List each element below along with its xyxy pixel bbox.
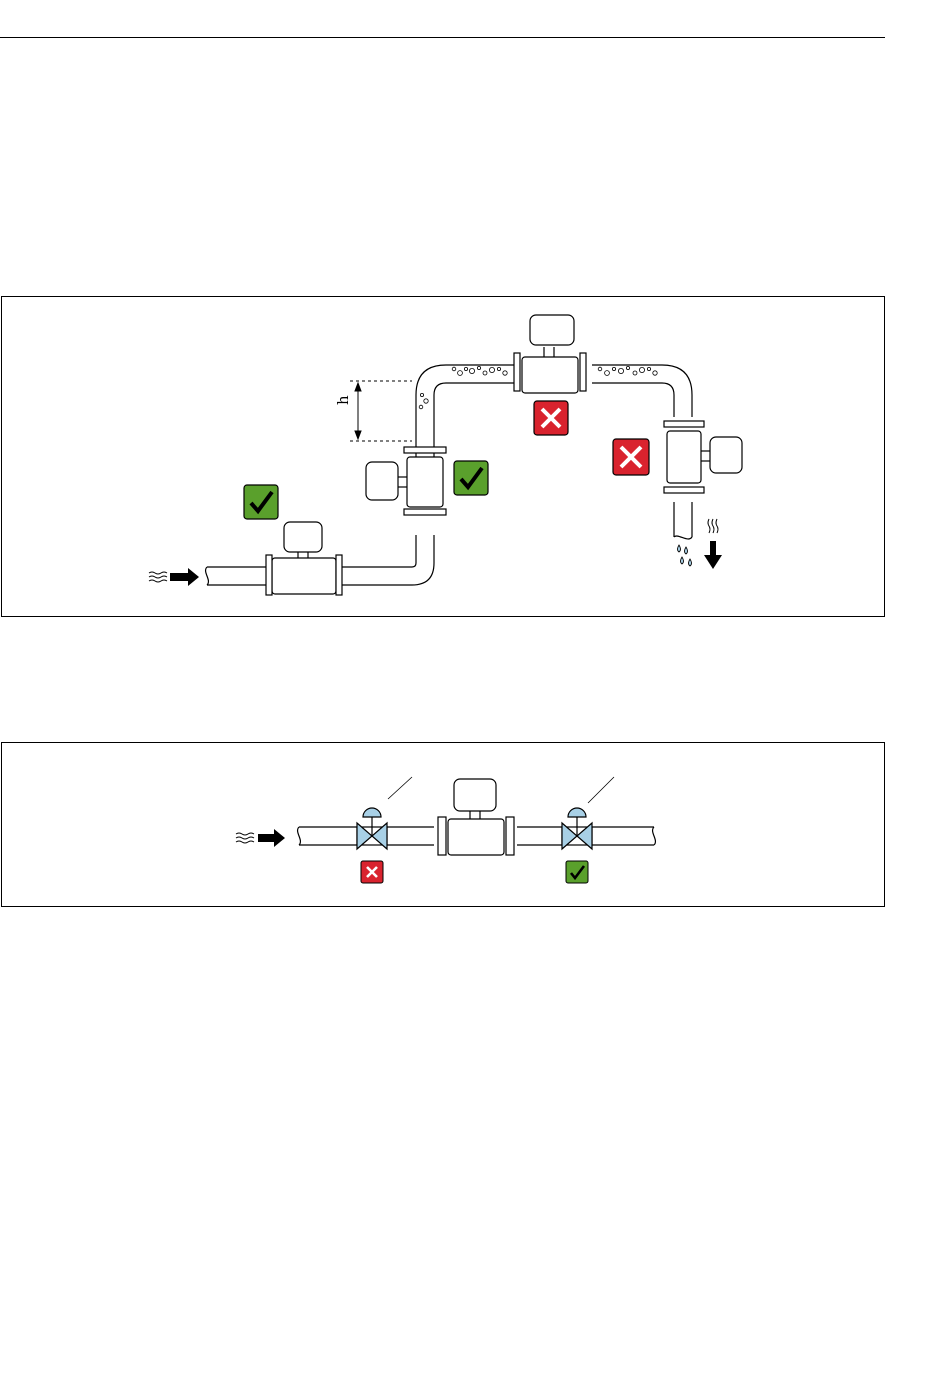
- valve-icon: [357, 808, 387, 849]
- cross-icon: [534, 401, 568, 435]
- down-pipe-break: [674, 536, 692, 539]
- flowmeter-horizontal: [266, 522, 342, 595]
- inlet-pipe: [299, 827, 357, 845]
- installation-figure-valve-position: [1, 742, 885, 907]
- flowmeter-downpipe: [664, 421, 742, 493]
- down-pipe: [674, 502, 692, 537]
- height-label: h: [334, 395, 352, 405]
- riser-upper-inner: [416, 365, 514, 457]
- valve-position-diagram: [2, 743, 886, 908]
- flow-direction-arrow: [149, 572, 167, 582]
- valve-leader-line: [588, 777, 614, 803]
- lower-bend-outer: [412, 535, 434, 585]
- installation-figure-pipe-routing: h: [1, 296, 885, 617]
- pipe-segment: [387, 827, 434, 845]
- flowmeter-vertical-riser: [366, 447, 446, 515]
- top-run-inner: [592, 383, 674, 417]
- flowmeter-top: [514, 315, 586, 393]
- heat-wave-icon: [708, 519, 718, 533]
- check-icon: [454, 461, 488, 495]
- outlet-pipe: [592, 827, 654, 845]
- flowmeter: [438, 779, 514, 855]
- dripping-water-icon: [678, 545, 692, 566]
- down-arrow-icon: [704, 541, 722, 569]
- pipe-segment: [517, 827, 562, 845]
- valve-leader-line: [388, 777, 412, 799]
- header-rule: [0, 37, 885, 38]
- flow-direction-arrow: [236, 833, 254, 843]
- check-icon: [244, 485, 278, 519]
- height-dimension: [350, 381, 412, 441]
- inlet-arrow-icon: [170, 568, 199, 586]
- pipe-break-mark: [206, 567, 209, 585]
- check-icon: [566, 861, 588, 883]
- valve-icon: [562, 808, 592, 849]
- cross-icon: [361, 861, 383, 883]
- pipe-routing-diagram: h: [2, 297, 886, 618]
- inlet-arrow-icon: [258, 829, 285, 847]
- riser-upper-outer: [434, 383, 514, 457]
- lower-bend-inner: [412, 535, 416, 567]
- cross-icon: [613, 439, 649, 475]
